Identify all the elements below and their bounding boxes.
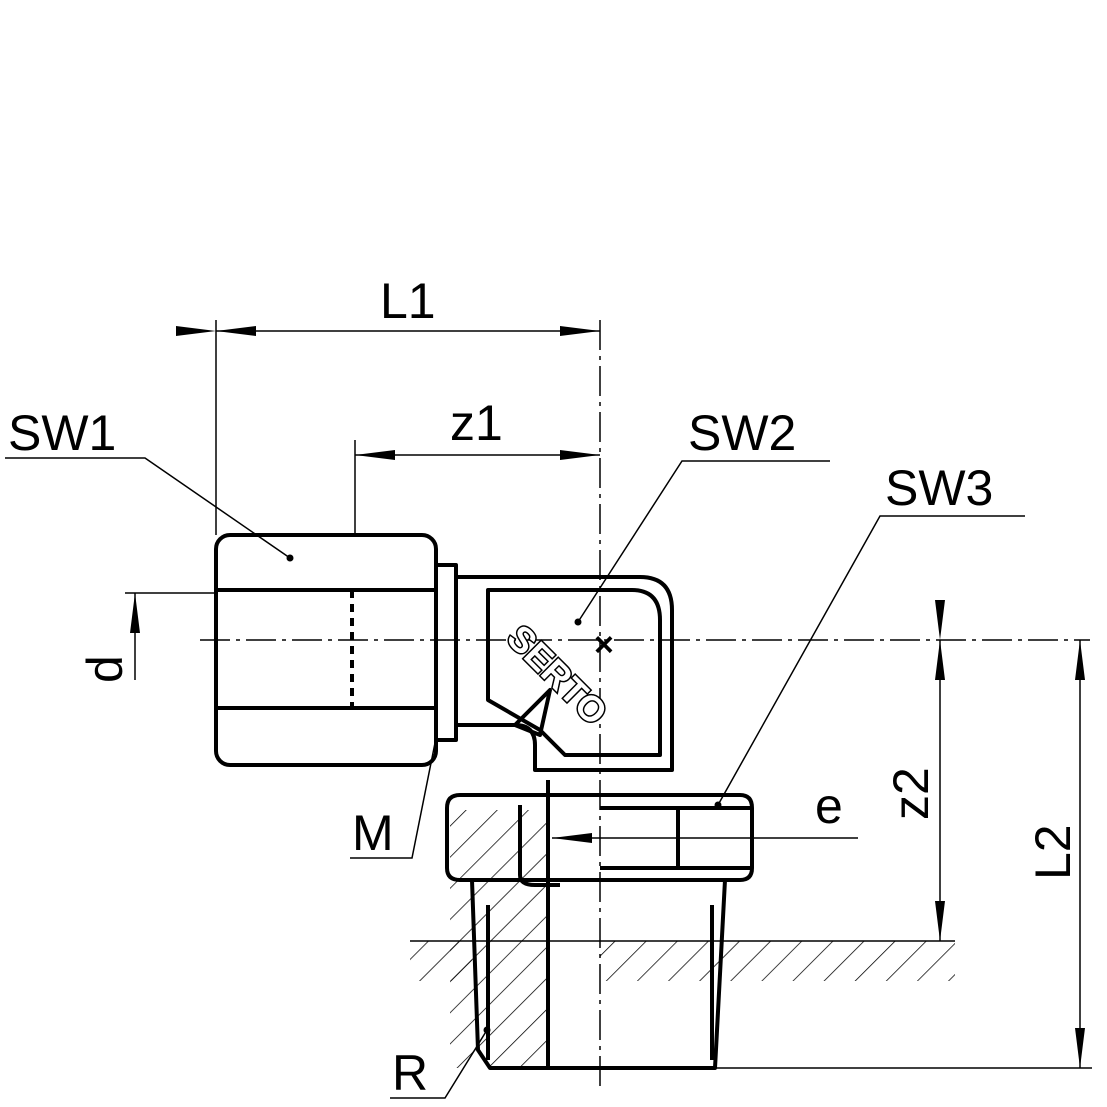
dimension-L2: L2 (700, 640, 1092, 1069)
label-SW1: SW1 (8, 405, 116, 461)
label-e: e (815, 778, 843, 834)
label-SW3: SW3 (885, 460, 993, 516)
label-R: R (392, 1045, 428, 1101)
leader-e: e (552, 778, 858, 843)
dimension-z1: z1 (354, 395, 600, 535)
leader-SW2: SW2 (574, 405, 830, 626)
leader-M: M (350, 737, 437, 861)
label-M: M (352, 805, 394, 861)
union-nut (214, 533, 458, 767)
leader-SW1: SW1 (5, 405, 294, 562)
label-L1: L1 (380, 273, 436, 329)
label-d: d (77, 655, 133, 683)
elbow-body: SERTO × (454, 575, 674, 772)
dimension-d: d (77, 592, 216, 683)
leader-SW3: SW3 (714, 460, 1025, 809)
label-z1: z1 (450, 395, 503, 451)
leader-R: R (390, 1026, 491, 1101)
ground-surface (410, 940, 955, 981)
threaded-stem (450, 810, 727, 1070)
dimension-L1: L1 (176, 273, 600, 535)
dimension-z2: z2 (883, 600, 945, 941)
label-z2: z2 (883, 767, 939, 820)
label-SW2: SW2 (688, 405, 796, 461)
cross-mark: × (594, 626, 614, 664)
label-L2: L2 (1025, 824, 1081, 880)
